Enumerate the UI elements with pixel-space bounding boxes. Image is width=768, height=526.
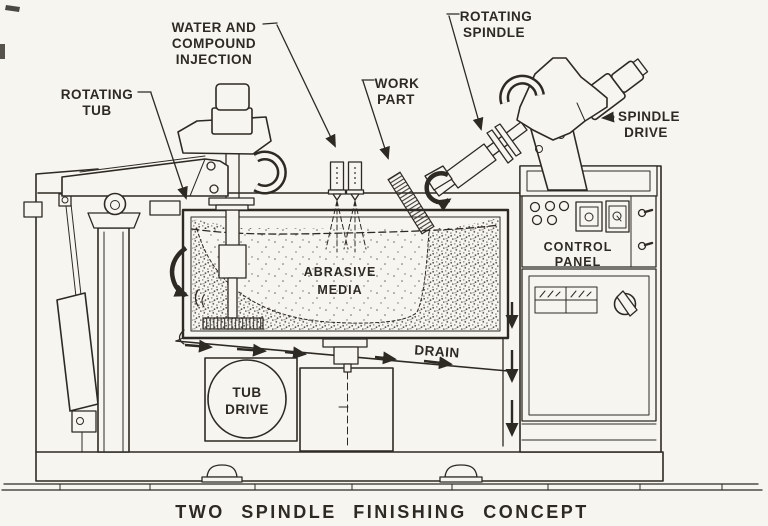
drain-system: DRAIN (175, 302, 519, 447)
figure-caption: TWO SPINDLE FINISHING CONCEPT (175, 502, 589, 522)
injection-nozzles (325, 161, 367, 253)
floor-line (1, 483, 763, 491)
scan-artifacts (0, 5, 20, 59)
control-panel-label-line1: CONTROL (544, 240, 613, 254)
spindle-flange (486, 129, 514, 164)
control-cabinet-section: CONTROL PANEL (519, 165, 662, 453)
panel-gauge (575, 201, 603, 232)
water-injection-label-line3: INJECTION (176, 52, 253, 67)
key-switch (637, 208, 654, 218)
tub-rotation-arrow (169, 246, 189, 298)
panel-gauge (605, 200, 630, 233)
spindle-sleeve (445, 143, 497, 189)
nameplate (534, 286, 598, 314)
cabinet-door (521, 268, 657, 422)
abrasive-media-label-line2: MEDIA (317, 283, 362, 297)
tub-shaft-and-gear (202, 209, 264, 330)
spindle-rotation-arrow (424, 171, 452, 212)
nozzle (327, 161, 347, 201)
spindle-flange (494, 123, 522, 157)
shaft-flange (208, 197, 255, 206)
machine-foot (201, 464, 243, 483)
callouts: ROTATING TUB WATER AND COMPOUND INJECTIO… (61, 9, 680, 200)
water-injection-label-line1: WATER AND (172, 20, 257, 35)
rotary-switch-knob (613, 290, 638, 317)
rotating-spindle-label-line1: ROTATING (460, 9, 533, 24)
drain-flow-arrows (184, 339, 453, 370)
control-panel: CONTROL PANEL (521, 195, 657, 269)
hydraulic-tilt-cylinder (56, 193, 99, 453)
key-switch (637, 241, 654, 251)
arm-hook (253, 150, 287, 195)
tub-pivot-column (87, 212, 141, 453)
rotating-tub-label-line1: ROTATING (61, 87, 134, 102)
work-part-label-line1: WORK (375, 76, 420, 91)
work-part (387, 171, 435, 235)
machine-base (35, 451, 664, 483)
spindle-stand-base (519, 165, 658, 197)
pivot-dome (103, 192, 127, 216)
rotating-spindle-label-line2: SPINDLE (463, 25, 525, 40)
callout-work-part: WORK PART (361, 76, 420, 160)
spray-lines (325, 200, 367, 253)
spindle-drive-label-line2: DRIVE (624, 125, 668, 140)
tub-drive-motor: TUB DRIVE (204, 357, 298, 442)
water-injection-label-line2: COMPOUND (172, 36, 256, 51)
abrasive-media-label-line1: ABRASIVE (304, 265, 377, 279)
tub-support-pedestal (299, 338, 394, 452)
machine-foot (439, 464, 483, 483)
spindle-drive-label-line1: SPINDLE (618, 109, 680, 124)
callout-rotating-tub: ROTATING TUB (61, 87, 188, 200)
callout-rotating-spindle: ROTATING SPINDLE (446, 9, 533, 131)
drain-label: DRAIN (414, 342, 460, 360)
callout-spindle-drive: SPINDLE DRIVE (601, 109, 680, 140)
callout-water-injection: WATER AND COMPOUND INJECTION (172, 20, 336, 148)
panel-buttons (529, 200, 570, 226)
deck-bracket (149, 200, 181, 216)
rotating-tub: ABRASIVE MEDIA (169, 208, 510, 340)
work-part-label-line2: PART (377, 92, 415, 107)
tub-head-motor (211, 83, 253, 135)
rotating-spindle-assembly (424, 57, 649, 212)
nozzle (345, 161, 365, 201)
control-panel-label-line2: PANEL (555, 255, 601, 269)
rotating-tub-label-line2: TUB (82, 103, 111, 118)
shaft-flange (215, 204, 249, 211)
tub-drive-label-line1: TUB (232, 385, 261, 400)
housing-hook (499, 74, 545, 105)
machine-frame-left (23, 168, 99, 453)
tub-drive-label-line2: DRIVE (225, 402, 269, 417)
